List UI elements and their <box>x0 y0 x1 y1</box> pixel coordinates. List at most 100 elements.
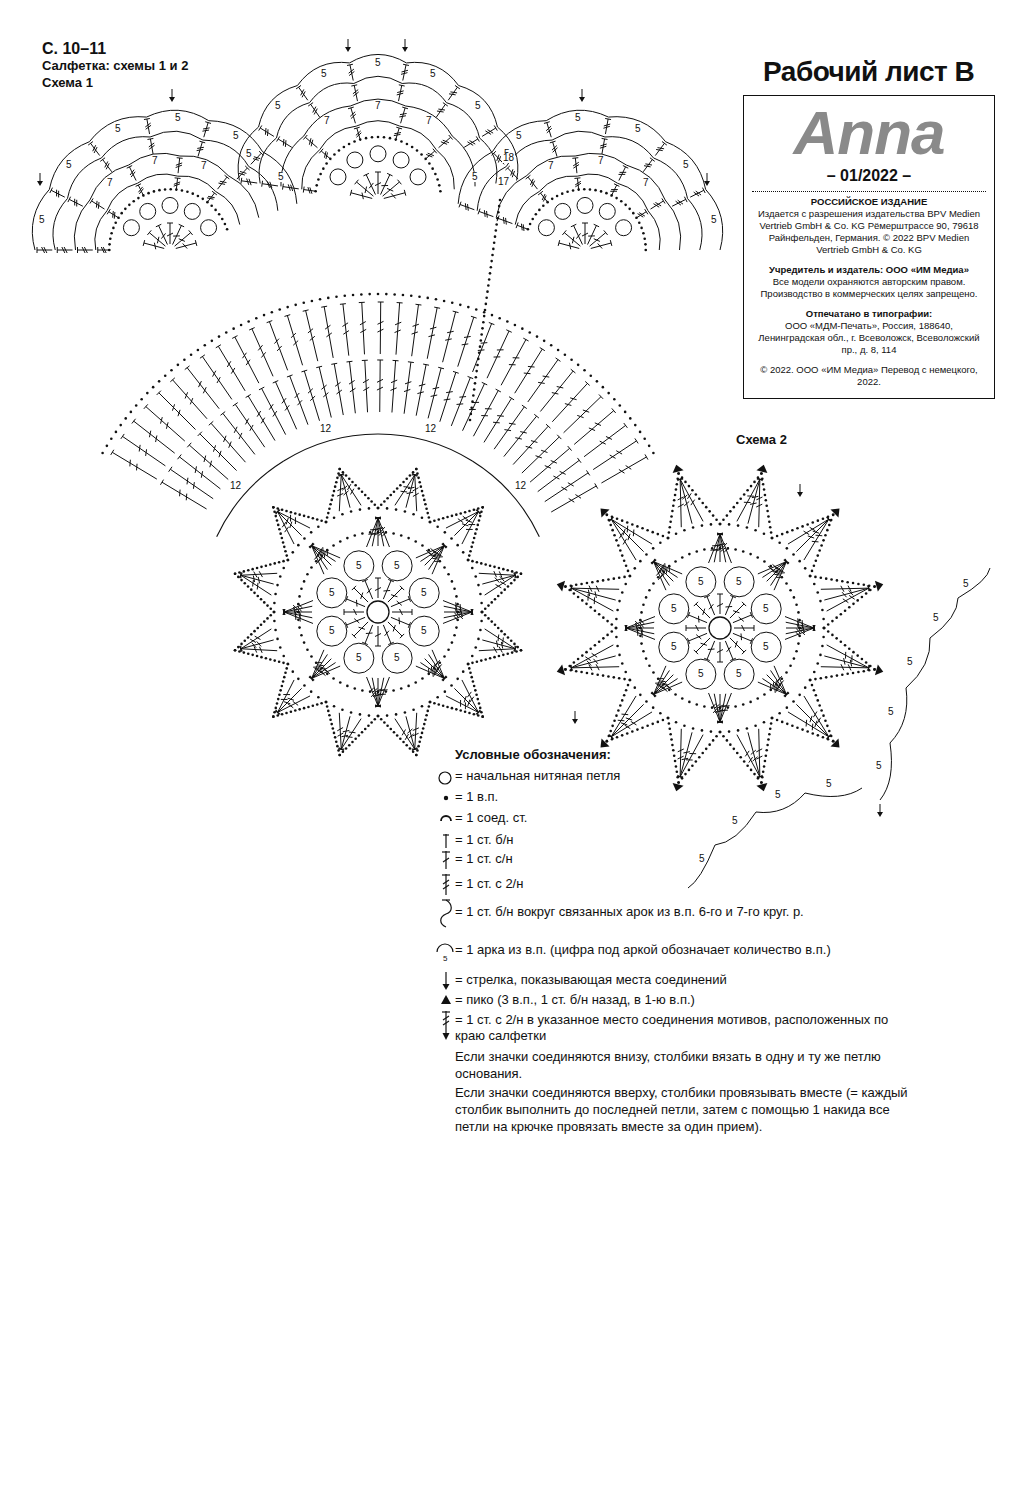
chart-stroke <box>344 551 374 581</box>
chart-stroke <box>480 562 483 565</box>
chart-stroke <box>350 489 353 495</box>
chart-stroke <box>391 595 397 597</box>
chart-stroke <box>312 666 341 678</box>
chart-stroke <box>438 109 445 110</box>
chart-stroke <box>371 136 374 139</box>
chart-stroke <box>634 424 637 427</box>
chart-stroke <box>157 391 161 395</box>
chart-stroke <box>266 617 269 620</box>
chart-stroke <box>146 407 185 441</box>
chart-stroke <box>449 94 456 95</box>
chart-stroke <box>277 524 280 527</box>
chart-stroke <box>288 698 294 700</box>
chart-stroke <box>551 198 554 201</box>
chart-stroke <box>386 724 389 727</box>
chart-stroke <box>651 560 657 562</box>
chart-stroke <box>321 306 327 307</box>
chart-stroke <box>363 379 369 382</box>
chart-stroke <box>338 754 341 757</box>
chart-stroke <box>813 625 814 631</box>
chart-stroke <box>338 733 344 736</box>
chart-stroke <box>431 395 438 396</box>
chart-stroke <box>269 404 273 409</box>
chart-stroke <box>285 527 289 532</box>
chart-stroke <box>479 593 482 596</box>
chart-stroke <box>260 623 263 626</box>
chart-stroke <box>346 685 349 688</box>
chart-stroke <box>325 162 328 165</box>
chart-stroke <box>703 188 706 193</box>
chart-stroke <box>450 92 457 93</box>
chart-stroke <box>487 130 493 134</box>
chart-stroke <box>426 710 429 713</box>
chart-stroke <box>552 131 605 140</box>
chart-stroke <box>583 369 586 372</box>
chart-stroke <box>447 331 454 332</box>
chart-stroke <box>306 573 309 576</box>
chart-stroke <box>632 212 635 215</box>
chart-stroke <box>547 123 551 138</box>
chart-stroke <box>152 386 155 389</box>
chart-stroke <box>231 368 235 374</box>
chart-stroke <box>510 639 513 642</box>
chart-stroke <box>654 679 678 695</box>
chart-stroke <box>149 233 165 246</box>
chart-stroke <box>153 190 156 193</box>
chart-stroke <box>494 647 497 653</box>
chart-stroke <box>287 559 290 562</box>
chart-stroke <box>359 138 362 141</box>
chart-stroke <box>494 125 497 130</box>
chart-stroke <box>199 141 205 143</box>
chart-stroke <box>91 143 100 155</box>
chart-stroke <box>325 325 330 329</box>
chart-stroke <box>356 121 399 126</box>
chart-stroke <box>516 222 518 228</box>
chart-stroke <box>648 664 651 667</box>
chart-stroke <box>475 370 478 373</box>
chart-stroke <box>275 509 279 513</box>
chart-stroke <box>611 185 617 196</box>
chart-stroke <box>293 341 298 346</box>
chart-stroke <box>386 507 389 510</box>
chart-stroke <box>283 694 290 695</box>
chart-stroke <box>774 574 781 576</box>
chart-stroke <box>711 547 714 550</box>
chart-stroke <box>313 107 316 113</box>
chart-stroke <box>367 724 370 727</box>
chart-stroke <box>348 477 351 480</box>
chart-stroke <box>146 392 149 395</box>
chart-stroke <box>689 633 707 641</box>
chart-stroke <box>259 125 262 130</box>
chart-stroke <box>717 662 723 663</box>
chart-stroke <box>213 371 216 377</box>
chart-stroke <box>410 294 413 297</box>
chart-stroke <box>424 503 427 506</box>
chart-stroke <box>575 495 581 499</box>
chart-stroke <box>314 554 318 559</box>
chart-stroke <box>407 685 410 688</box>
chart-stroke <box>464 139 478 147</box>
chart-stroke <box>274 515 277 518</box>
chart-stroke <box>550 141 556 143</box>
chart-stroke <box>480 602 483 605</box>
chart-stroke <box>195 466 196 473</box>
chart-stroke <box>290 511 293 514</box>
chart-stroke <box>443 601 472 612</box>
chart-stroke <box>620 172 627 173</box>
chart-stroke <box>422 727 425 730</box>
chart-stroke <box>498 156 500 162</box>
chart-stroke <box>161 233 165 238</box>
chart-stroke <box>406 143 409 146</box>
chart-stroke <box>402 83 446 103</box>
chart-stroke <box>721 547 726 551</box>
chart-stroke <box>695 550 698 553</box>
chart-stroke <box>212 191 217 195</box>
chart-stroke <box>263 152 297 204</box>
chart-stroke <box>353 534 356 537</box>
chart-stroke <box>140 398 143 401</box>
chart-stroke <box>460 700 461 707</box>
chart-stroke <box>464 511 467 514</box>
chart-stroke <box>735 641 737 647</box>
chart-stroke <box>639 431 642 434</box>
chart-stroke <box>272 506 275 509</box>
